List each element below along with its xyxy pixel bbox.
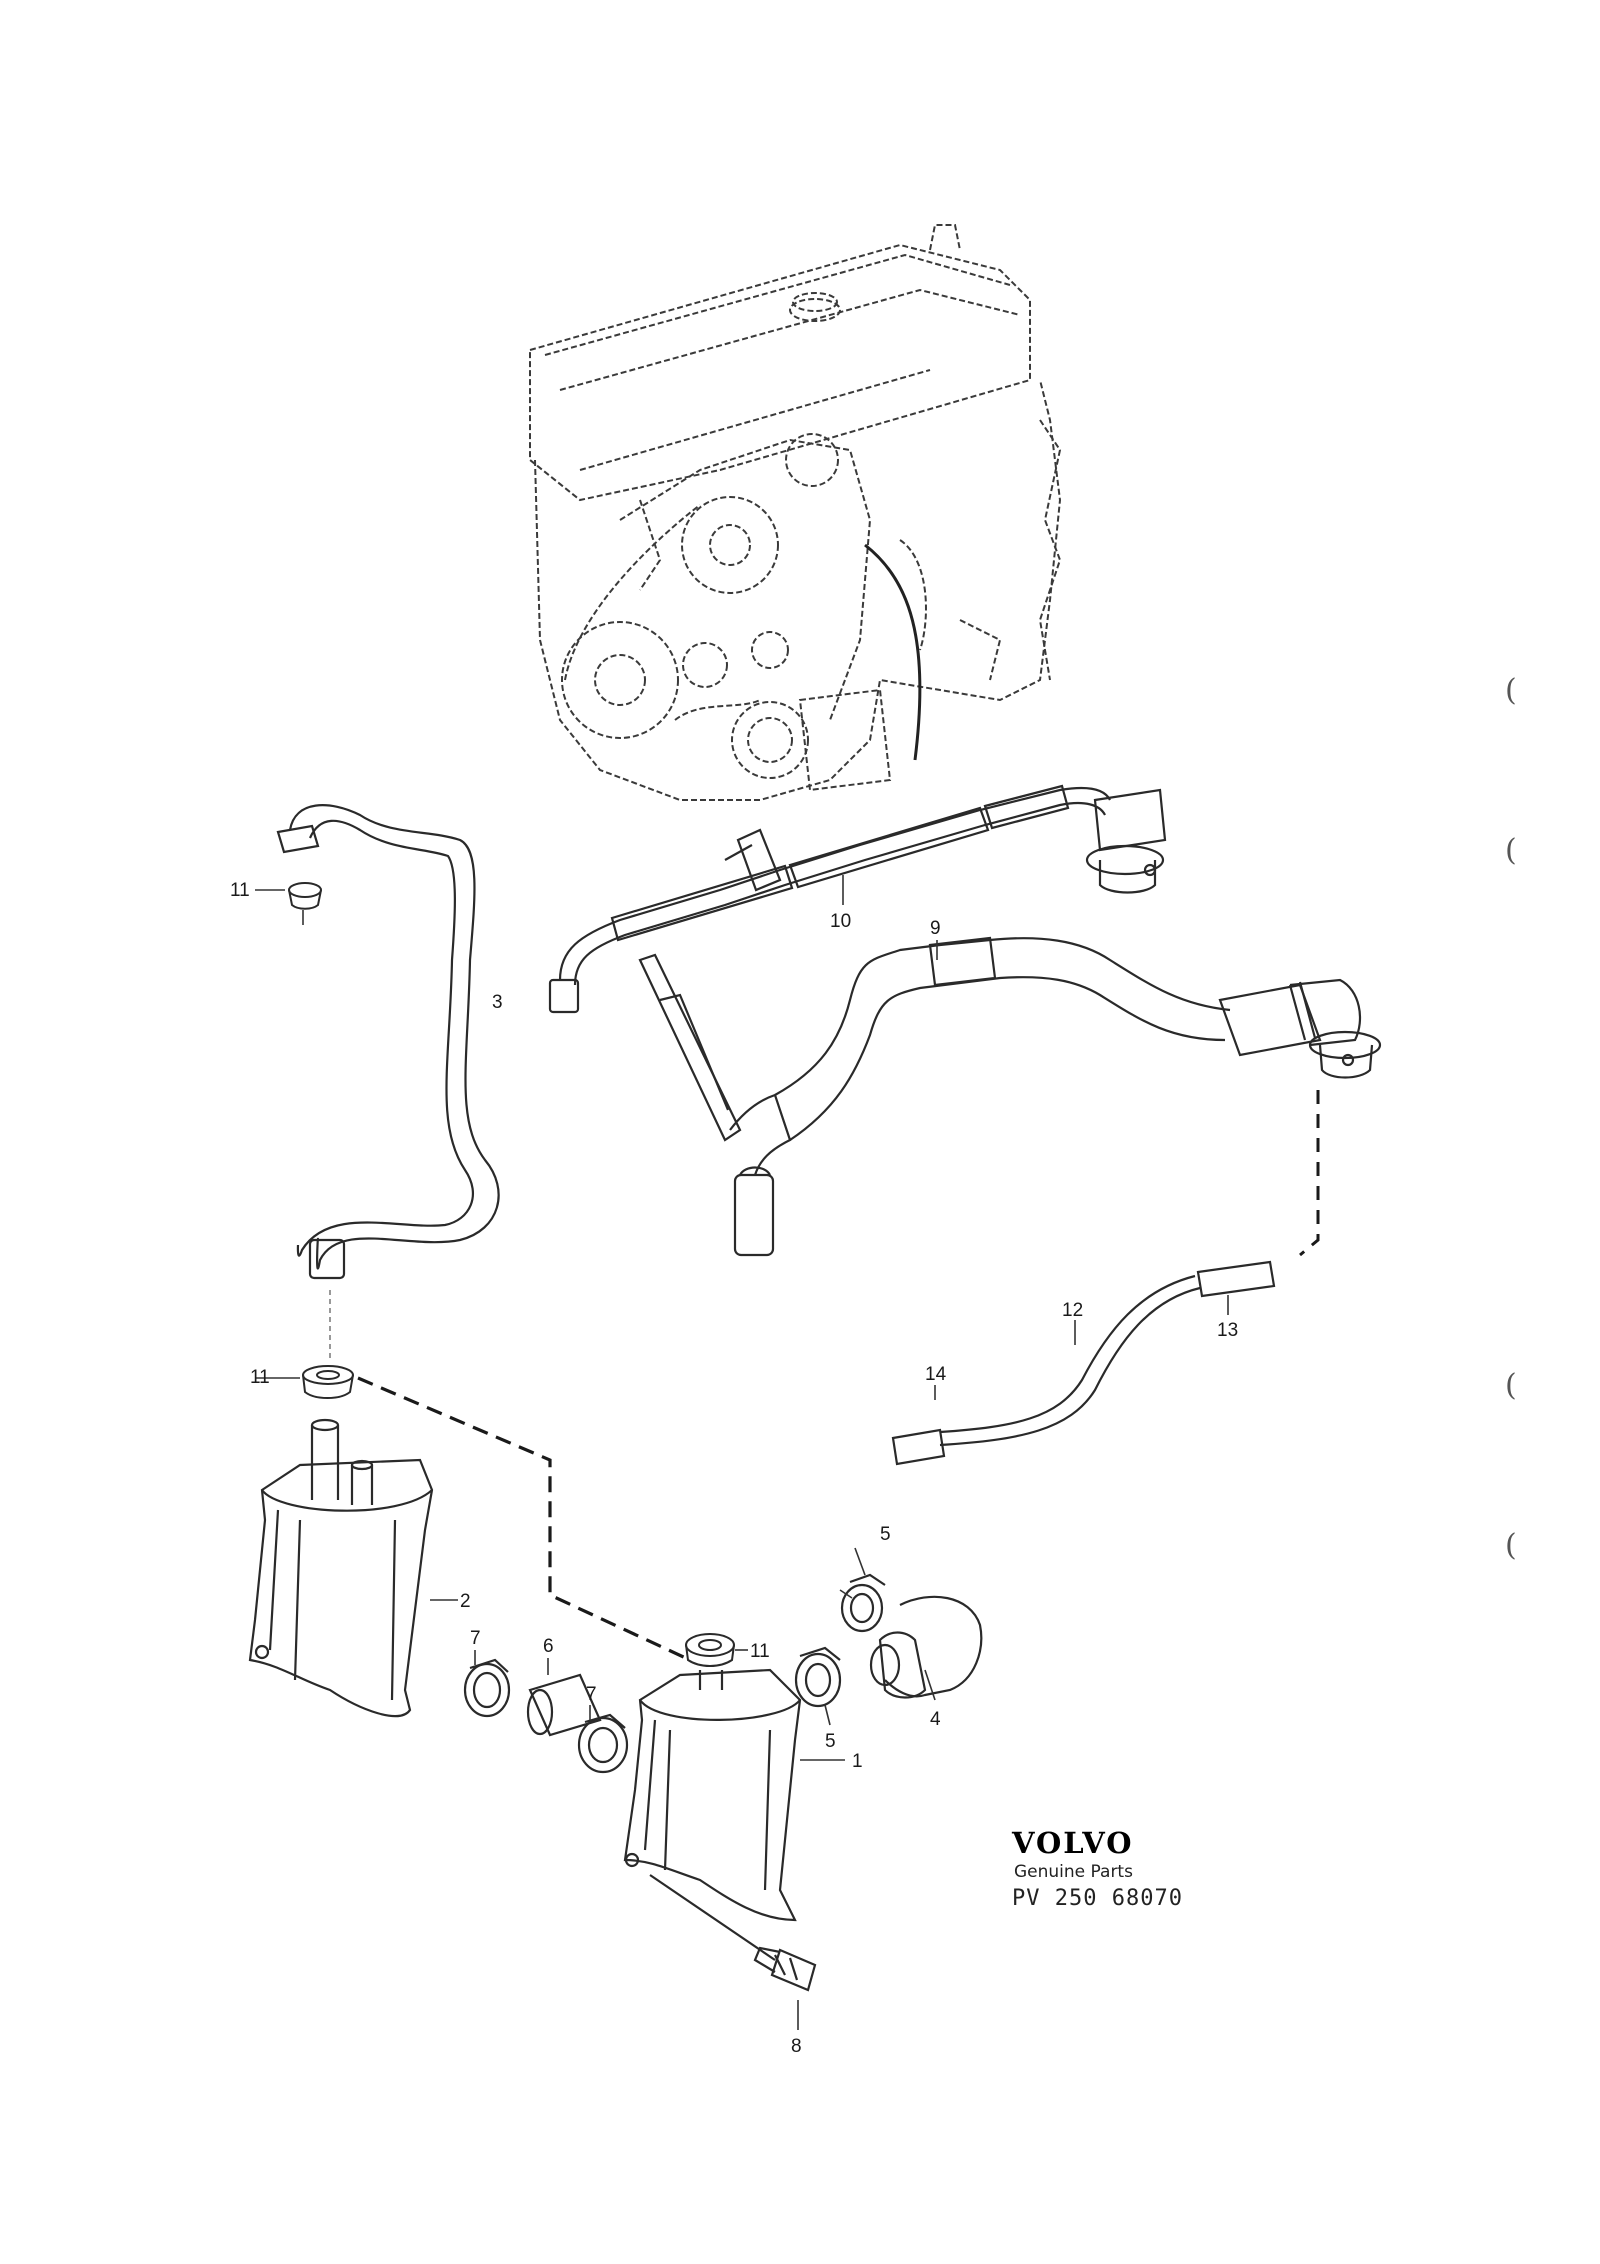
callout-7a: 7 xyxy=(470,1628,481,1649)
leader-5a-b xyxy=(839,1589,853,1599)
callout-6: 6 xyxy=(543,1636,554,1657)
hose-4 xyxy=(869,1595,983,1699)
callout-10: 10 xyxy=(830,911,851,932)
leader-4 xyxy=(924,1669,936,1701)
callout-13: 13 xyxy=(1217,1320,1238,1341)
grommet-11-top xyxy=(288,882,322,910)
callout-2: 2 xyxy=(460,1591,471,1612)
callout-5a: 5 xyxy=(880,1524,891,1545)
clamp-5-upper xyxy=(840,1573,886,1633)
margin-mark-4: ( xyxy=(1505,1528,1517,1563)
callout-12: 12 xyxy=(1062,1300,1083,1321)
pipe-6 xyxy=(526,1673,602,1737)
callout-labels: 1 2 3 4 5 5 6 7 7 8 9 10 11 11 11 12 13 … xyxy=(230,880,1238,2057)
dashed-link-13 xyxy=(1299,1090,1320,1257)
margin-mark-3: ( xyxy=(1505,1368,1517,1403)
oil-separator-1 xyxy=(623,1668,802,1922)
callout-11b: 11 xyxy=(250,1367,270,1388)
callout-1: 1 xyxy=(852,1751,863,1772)
dashed-link-11 xyxy=(357,1376,691,1662)
leader-5a xyxy=(854,1547,866,1576)
engine-block xyxy=(529,224,1062,801)
part-code: PV 250 68070 xyxy=(1012,1886,1183,1911)
volvo-logo-block: VOLVO Genuine Parts PV 250 68070 xyxy=(1011,1826,1183,1911)
callout-14: 14 xyxy=(925,1364,947,1385)
brand-wordmark: VOLVO xyxy=(1011,1826,1133,1860)
grommet-11-sep xyxy=(685,1633,735,1667)
brand-subtitle: Genuine Parts xyxy=(1014,1862,1133,1882)
margin-marks: ( ( ( ( xyxy=(1505,673,1517,1563)
callout-11a: 11 xyxy=(230,880,250,901)
oil-separator-2 xyxy=(248,1418,434,1718)
clamp-7-right xyxy=(577,1713,629,1774)
callout-3: 3 xyxy=(492,992,503,1013)
callout-9: 9 xyxy=(930,918,941,939)
clamp-5-lower xyxy=(794,1646,842,1708)
margin-mark-1: ( xyxy=(1505,673,1517,708)
drain-bolt-8 xyxy=(649,1874,817,1992)
callout-11c: 11 xyxy=(750,1641,770,1662)
callout-8: 8 xyxy=(791,2036,802,2057)
callout-7b: 7 xyxy=(586,1684,597,1705)
callout-5b: 5 xyxy=(825,1731,836,1752)
margin-mark-2: ( xyxy=(1505,833,1517,868)
hose-10 xyxy=(548,784,1167,1014)
sleeve-13 xyxy=(1196,1260,1276,1298)
hose-12 xyxy=(939,1274,1201,1447)
hose-9 xyxy=(638,936,1382,1257)
callout-4: 4 xyxy=(930,1709,941,1730)
grommet-11-mid xyxy=(302,1365,354,1399)
leader-5b xyxy=(824,1704,831,1726)
hose-3 xyxy=(276,804,500,1280)
sleeve-14 xyxy=(891,1428,946,1466)
dipstick-tube xyxy=(864,543,922,761)
clamp-7-left xyxy=(463,1658,511,1718)
